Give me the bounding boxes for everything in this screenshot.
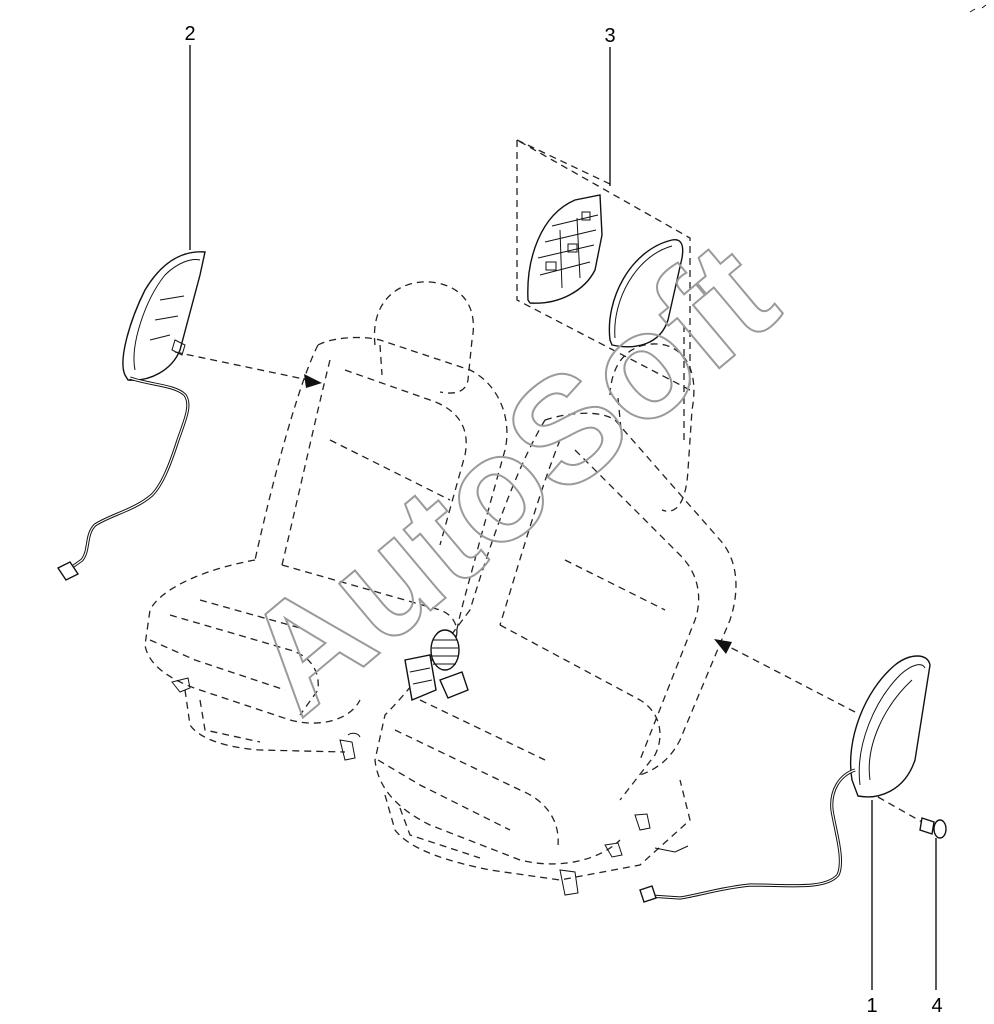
right-seat-outline [374, 343, 737, 896]
callout-4: 4 [931, 995, 942, 1017]
part-1-side-airbag [639, 639, 931, 903]
part-3-airbag-module [516, 138, 691, 440]
watermark-text: AutoSoft [213, 209, 806, 745]
callout-2: 2 [184, 23, 195, 45]
seat-belt-buckle [404, 629, 469, 701]
callout-1: 1 [866, 995, 877, 1017]
leader-lines [189, 45, 937, 990]
left-seat-outline [144, 281, 508, 761]
corner-mark [969, 4, 987, 13]
part-2-seatback-airbag [56, 251, 322, 581]
part-4-bolt [877, 796, 947, 839]
callout-3: 3 [604, 25, 615, 47]
